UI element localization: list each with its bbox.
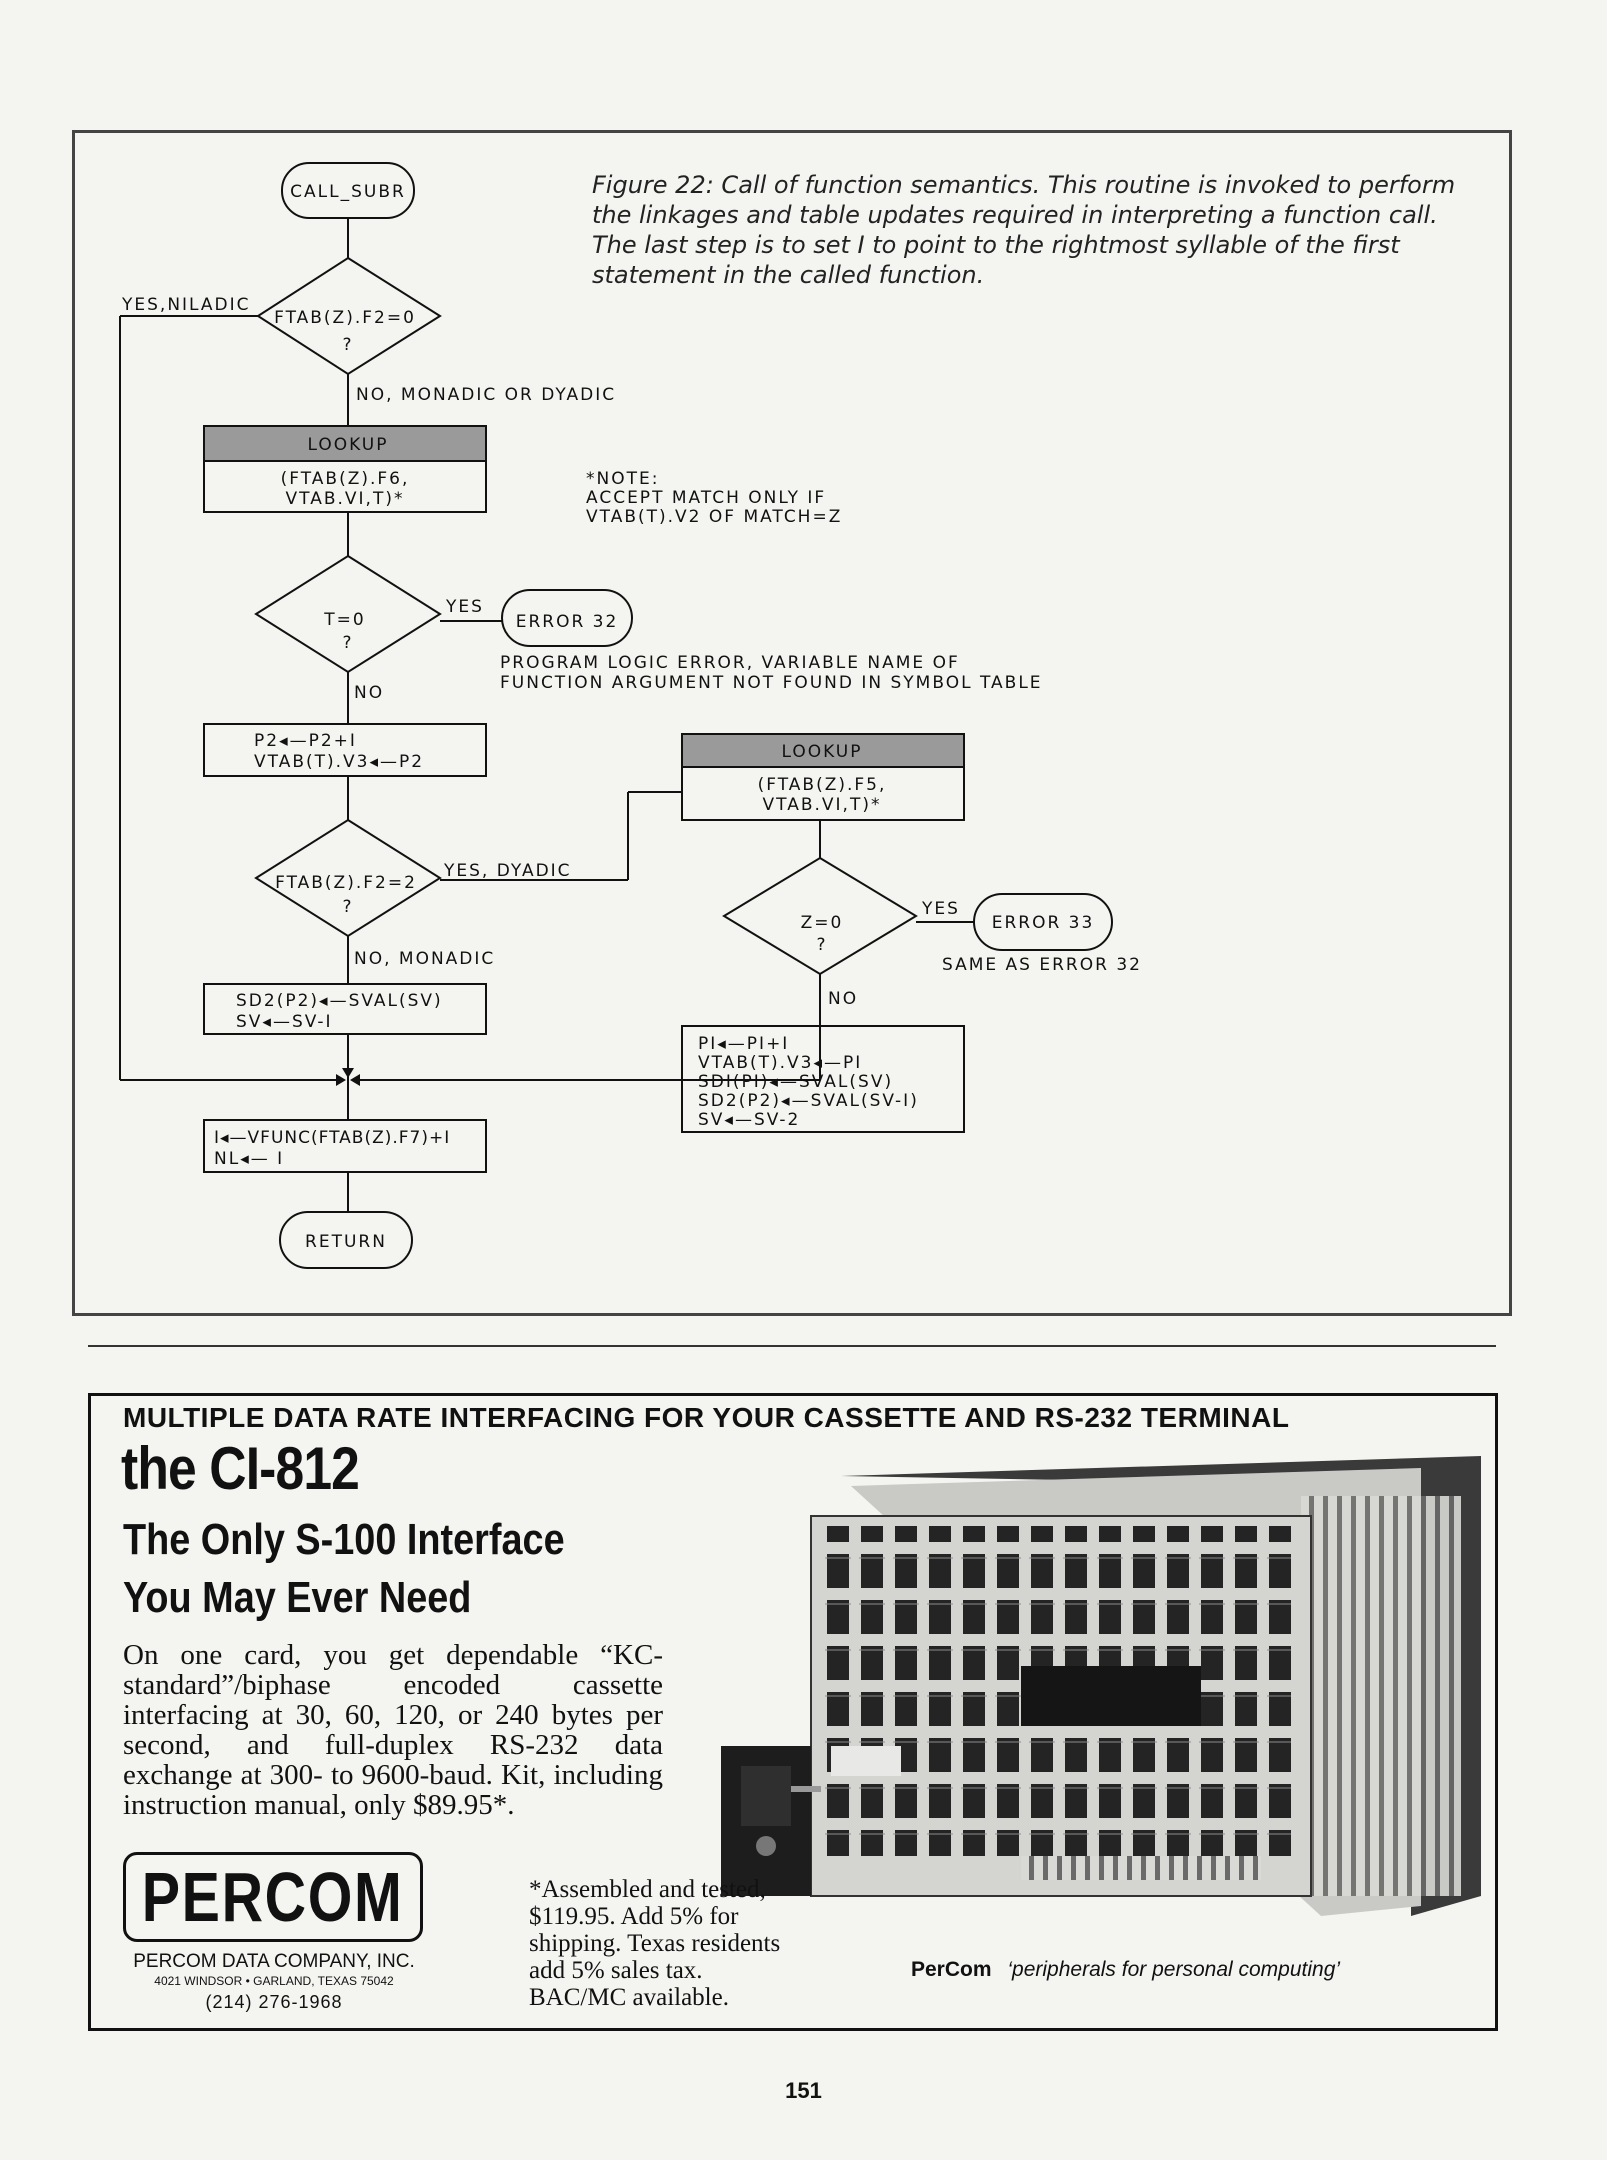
no-monadic-or-dyadic-label: NO, MONADIC OR DYADIC: [356, 385, 616, 405]
box-p1-line-4: SD2(P2)◂—SVAL(SV-I): [698, 1091, 919, 1111]
note-line-1: *NOTE:: [586, 469, 659, 489]
ad-subtitle: The Only S-100 Interface You May Ever Ne…: [123, 1511, 605, 1627]
decision-4-yes: YES: [921, 899, 960, 919]
decision-2-yes: YES: [445, 597, 484, 617]
error-32-label: ERROR 32: [516, 612, 619, 632]
lookup-2-line-1: (FTAB(Z).F5,: [758, 775, 887, 795]
error-32-desc-2: FUNCTION ARGUMENT NOT FOUND IN SYMBOL TA…: [500, 673, 1043, 693]
decision-2-q: ?: [342, 633, 353, 653]
lookup-1-line-1: (FTAB(Z).F6,: [281, 469, 410, 489]
decision-1-q: ?: [342, 335, 353, 355]
advertisement: MULTIPLE DATA RATE INTERFACING FOR YOUR …: [88, 1393, 1498, 2031]
decision-2-text: T=0: [323, 610, 365, 630]
decision-3-q: ?: [342, 897, 353, 917]
flowchart: CALL_SUBR FTAB(Z).F2=0 ? YES,NILADIC NO,…: [119, 162, 1142, 1269]
yes-dyadic-label: YES, DYADIC: [443, 861, 572, 881]
figure-frame: [72, 130, 1512, 1316]
ad-title: the CI-812: [121, 1435, 360, 1502]
box-vfunc-line-1: I◂—VFUNC(FTAB(Z).F7)+I: [214, 1128, 450, 1148]
box-p1-line-5: SV◂—SV-2: [698, 1110, 800, 1130]
company-phone: (214) 276-1968: [205, 1992, 343, 2012]
lookup-1-header: LOOKUP: [307, 435, 388, 455]
decision-3-text: FTAB(Z).F2=2: [275, 873, 417, 893]
decision-4-no: NO: [828, 989, 858, 1009]
error-33-label: ERROR 33: [992, 913, 1095, 933]
circuit-board-photo: [721, 1456, 1481, 1916]
note-line-3: VTAB(T).V2 OF MATCH=Z: [586, 507, 842, 527]
decision-4-q: ?: [816, 935, 827, 955]
box-vfunc-line-2: NL◂— I: [214, 1149, 284, 1169]
company-address: 4021 WINDSOR • GARLAND, TEXAS 75042: [154, 1974, 394, 1988]
box-p1-line-3: SDI(PI)◂—SVAL(SV): [698, 1072, 893, 1092]
lookup-1-line-2: VTAB.VI,T)*: [286, 489, 405, 509]
page-number: 151: [785, 2078, 822, 2103]
ad-tagline: PerCom ‘peripherals for personal computi…: [911, 1958, 1340, 1982]
tagline-text: ‘peripherals for personal computing’: [1007, 1958, 1341, 1981]
lookup-2-line-2: VTAB.VI,T)*: [763, 795, 882, 815]
ad-body: On one card, you get dependable “KC-stan…: [123, 1639, 663, 1821]
yes-niladic-label: YES,NILADIC: [121, 295, 251, 315]
box-sd2-line-1: SD2(P2)◂—SVAL(SV): [236, 991, 443, 1011]
error-33-desc: SAME AS ERROR 32: [942, 955, 1142, 975]
return-label: RETURN: [305, 1232, 387, 1252]
company-name: PERCOM DATA COMPANY, INC.: [133, 1951, 415, 1972]
ad-headline: MULTIPLE DATA RATE INTERFACING FOR YOUR …: [123, 1402, 1290, 1433]
tagline-brand: PerCom: [911, 1958, 992, 1981]
note-line-2: ACCEPT MATCH ONLY IF: [586, 488, 826, 508]
decision-4-text: Z=0: [801, 913, 844, 933]
ad-footnote: *Assembled and tested, $119.95. Add 5% f…: [529, 1876, 781, 2011]
box-p2-line-1: P2◂—P2+I: [254, 731, 357, 751]
percom-logo: PERCOM: [123, 1852, 423, 1942]
percom-logo-text: PERCOM: [142, 1858, 404, 1936]
decision-1-text: FTAB(Z).F2=0: [274, 308, 416, 328]
no-monadic-label: NO, MONADIC: [354, 949, 495, 969]
error-32-desc-1: PROGRAM LOGIC ERROR, VARIABLE NAME OF: [500, 653, 960, 673]
box-p1-line-1: PI◂—PI+I: [698, 1034, 789, 1054]
figure-caption: Figure 22: Call of function semantics. T…: [592, 171, 1456, 289]
start-label: CALL_SUBR: [290, 182, 406, 202]
separator-rule: [88, 1345, 1496, 1347]
box-p2-line-2: VTAB(T).V3◂—P2: [254, 752, 424, 772]
ad-subtitle-line-2: You May Ever Need: [123, 1573, 472, 1622]
ad-subtitle-line-1: The Only S-100 Interface: [123, 1515, 565, 1564]
box-p1-line-2: VTAB(T).V3◂—PI: [698, 1053, 862, 1073]
box-sd2-line-2: SV◂—SV-I: [236, 1012, 333, 1032]
decision-2-no: NO: [354, 683, 384, 703]
lookup-2-header: LOOKUP: [781, 742, 862, 762]
